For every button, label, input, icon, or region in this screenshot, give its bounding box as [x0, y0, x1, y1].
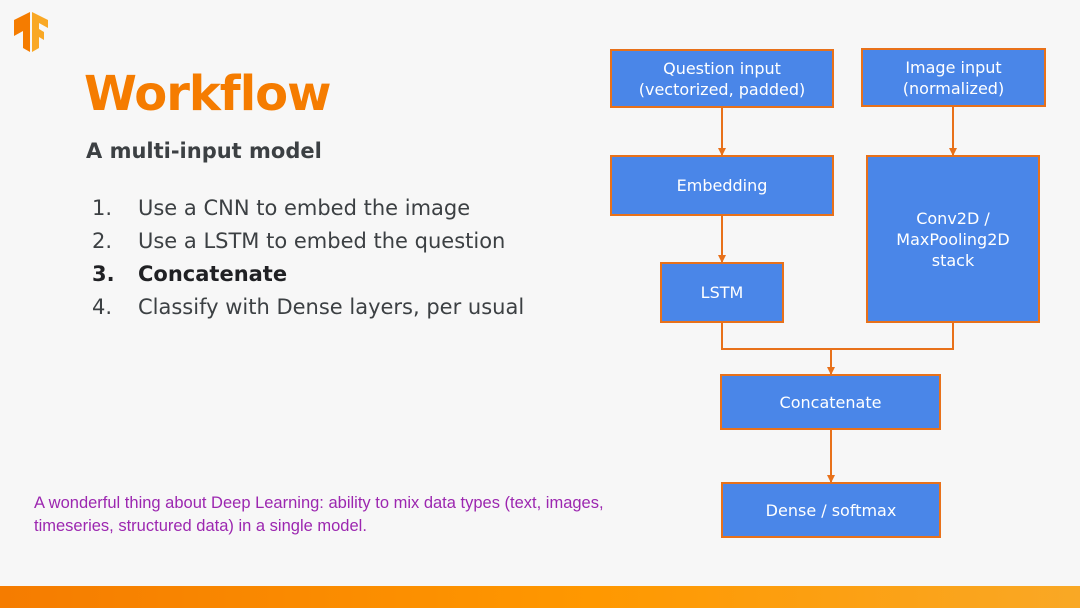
concatenate-node: Concatenate	[720, 374, 941, 430]
step-number: 1.	[92, 196, 113, 220]
dense-softmax-node: Dense / softmax	[721, 482, 941, 538]
step-text: Use a LSTM to embed the question	[138, 229, 506, 253]
step-item: 2. Use a LSTM to embed the question	[92, 229, 524, 262]
step-item: 3. Concatenate	[92, 262, 524, 295]
conv-stack-node: Conv2D / MaxPooling2D stack	[866, 155, 1040, 323]
step-text: Concatenate	[138, 262, 288, 286]
lstm-node: LSTM	[660, 262, 784, 323]
step-item: 4. Classify with Dense layers, per usual	[92, 295, 524, 328]
merge-line	[721, 323, 954, 350]
bottom-brand-bar	[0, 586, 1080, 608]
question-input-node: Question input (vectorized, padded)	[610, 49, 834, 108]
note-text: A wonderful thing about Deep Learning: a…	[34, 494, 604, 535]
step-text: Use a CNN to embed the image	[138, 196, 471, 220]
slide-title: Workflow	[84, 66, 331, 122]
step-item: 1. Use a CNN to embed the image	[92, 196, 524, 229]
image-input-node: Image input (normalized)	[861, 48, 1046, 107]
slide-subtitle: A multi-input model	[86, 139, 322, 163]
step-number: 4.	[92, 295, 113, 319]
embedding-node: Embedding	[610, 155, 834, 216]
step-number: 3.	[92, 262, 115, 286]
step-list: 1. Use a CNN to embed the image 2. Use a L…	[92, 196, 524, 328]
tensorflow-logo-icon	[14, 12, 48, 52]
step-number: 2.	[92, 229, 113, 253]
step-text: Classify with Dense layers, per usual	[138, 295, 525, 319]
